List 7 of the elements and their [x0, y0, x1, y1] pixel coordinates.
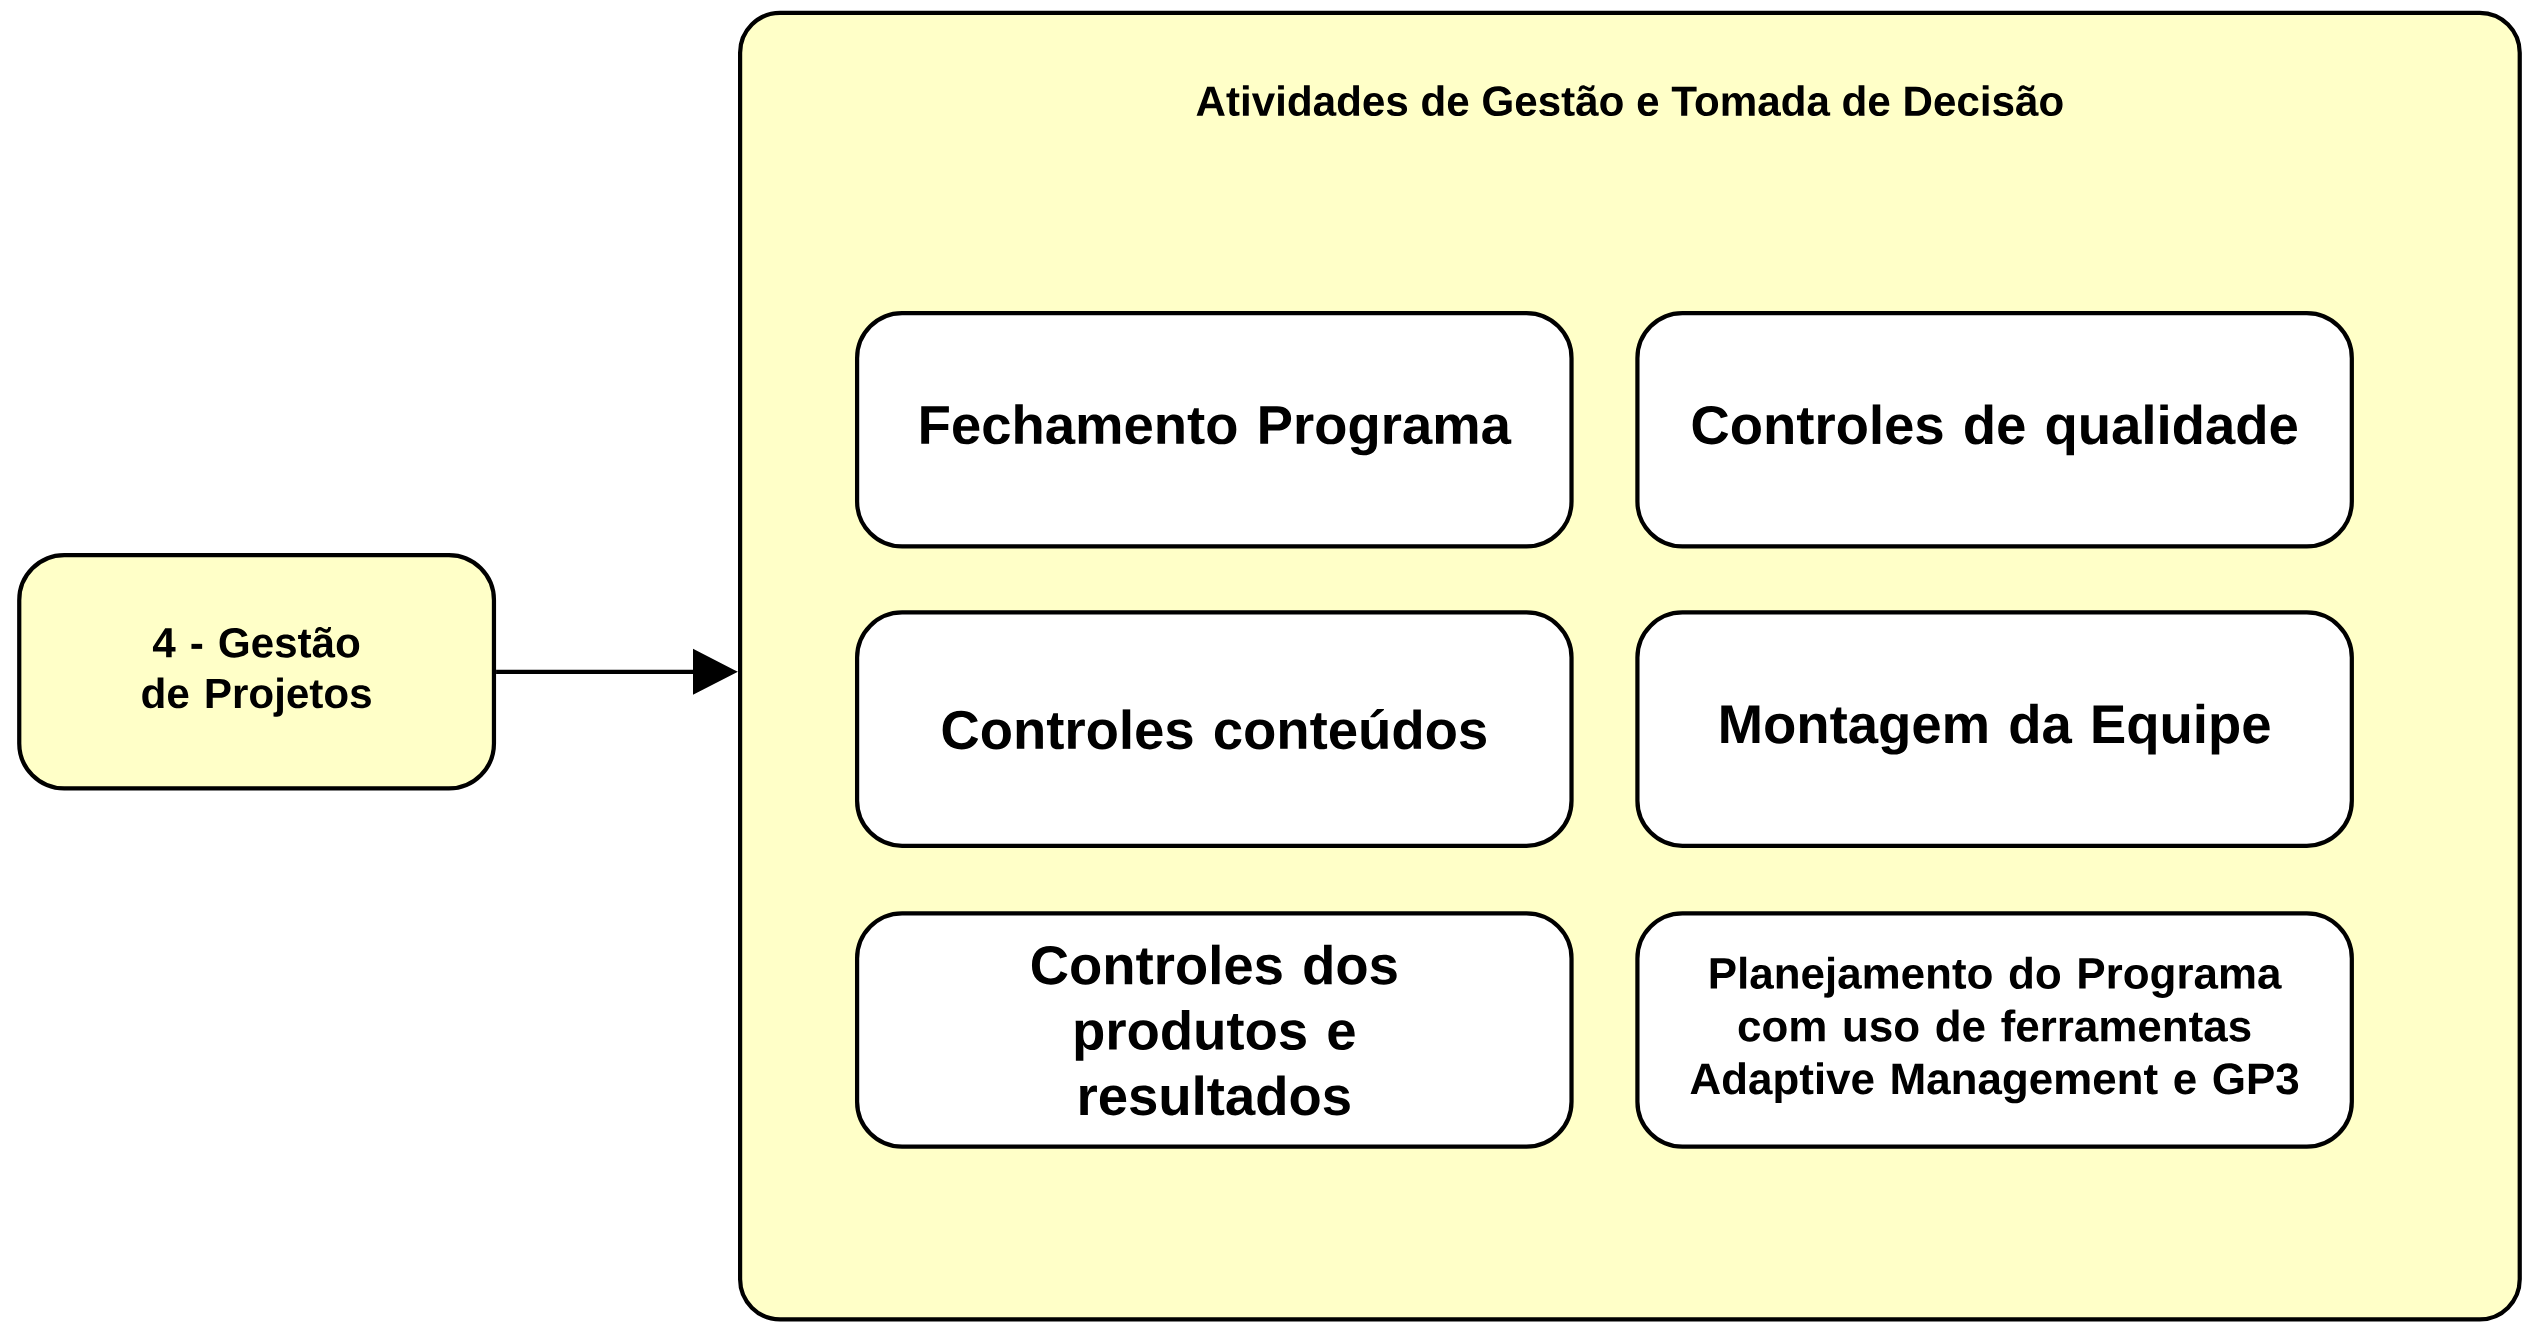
process-box: Controles de qualidade	[1635, 311, 2354, 549]
process-box: 4 - Gestão de Projetos	[17, 553, 497, 791]
process-box: Montagem da Equipe	[1635, 610, 2354, 848]
process-box: Controles conteúdos	[855, 610, 1574, 848]
process-box: Fechamento Programa	[855, 311, 1574, 549]
process-box: Planejamento do Programa com uso de ferramentas Adaptive Management e GP3	[1635, 911, 2354, 1149]
process-box: Controles dos produtos e resultados	[855, 911, 1574, 1149]
